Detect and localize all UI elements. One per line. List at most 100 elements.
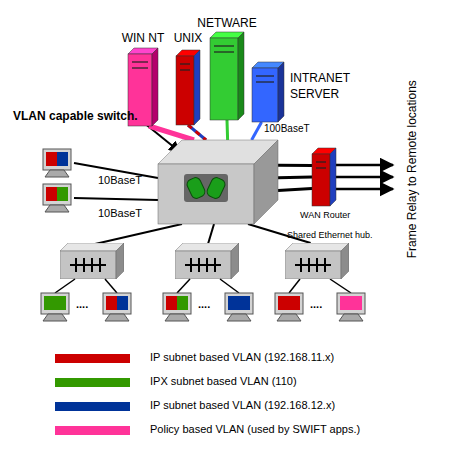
ethernet-cable	[74, 198, 158, 200]
server-side	[278, 62, 284, 122]
ellipsis: ....	[198, 298, 210, 311]
server-front	[312, 154, 330, 206]
legend-text: IP subnet based VLAN (192.168.11.x)	[150, 351, 334, 364]
drive-slot	[256, 75, 274, 77]
server-tower: INTRANET SERVER	[252, 62, 284, 122]
legend-text: IPX subnet based VLAN (110)	[150, 375, 297, 388]
legend-text: Policy based VLAN (used by SWIFT apps.)	[150, 423, 360, 436]
server-tower: NETWARE	[210, 32, 244, 120]
switch-icon	[205, 176, 226, 200]
node-shape	[252, 62, 284, 122]
node-label: UNIX	[158, 31, 218, 45]
switch-icon	[185, 176, 206, 200]
server-tower: UNIX	[176, 50, 200, 125]
connector-line	[278, 176, 312, 180]
server-side	[330, 148, 336, 206]
trunk-cable	[278, 165, 312, 166]
node-label: INTRANET SERVER	[290, 70, 365, 102]
drive-slot	[214, 45, 234, 47]
workstation	[103, 293, 131, 321]
workstation	[225, 293, 253, 321]
trunk-cable	[278, 177, 312, 179]
hub-shape	[285, 243, 349, 279]
legend-swatch	[55, 378, 130, 387]
node-label: NETWARE	[187, 16, 267, 30]
trunk-cable	[278, 189, 312, 191]
connector-line	[278, 189, 312, 191]
connector-line	[188, 125, 206, 140]
vlan-cable	[188, 125, 206, 140]
switch-recess	[184, 174, 228, 202]
workstation	[337, 293, 365, 321]
drive-slot	[132, 67, 148, 69]
node-label: VLAN capable switch.	[13, 109, 138, 123]
drive-slot	[180, 69, 190, 71]
ellipsis: ....	[310, 298, 322, 311]
drive-slot	[180, 63, 190, 65]
link-speed: 10BaseT	[98, 207, 142, 220]
ethernet-cable	[105, 279, 117, 293]
node-shape	[158, 140, 278, 224]
workstation	[163, 293, 191, 321]
drive-slot	[316, 167, 326, 169]
workstation	[275, 293, 303, 321]
legend-swatch	[55, 426, 130, 435]
ethernet-cable	[55, 279, 75, 293]
ethernet-hub	[60, 243, 124, 279]
server-side	[152, 48, 158, 126]
drive-slot	[316, 161, 326, 163]
drive-slot	[256, 81, 274, 83]
workstation	[43, 184, 71, 212]
ethernet-cable	[289, 279, 300, 293]
ethernet-cable	[177, 279, 190, 293]
ethernet-cable	[220, 279, 239, 293]
legend-row: IPX subnet based VLAN (110)	[55, 375, 455, 391]
wan-router: WAN Router	[312, 148, 336, 206]
legend-row: IP subnet based VLAN (192.168.12.x)	[55, 399, 455, 415]
vlan-cable	[149, 126, 194, 140]
server-front	[176, 56, 194, 125]
legend-row: IP subnet based VLAN (192.168.11.x)	[55, 351, 455, 367]
ethernet-hub	[175, 243, 239, 279]
frame-relay-link	[336, 188, 393, 191]
connector-line	[278, 164, 312, 167]
server-front	[210, 38, 238, 120]
connector-line	[226, 120, 230, 140]
drive-slot	[132, 61, 148, 63]
frame-relay-link	[336, 176, 393, 179]
node-shape	[176, 50, 200, 125]
edge-label: 100BaseT	[264, 123, 310, 135]
vlan-cable	[252, 122, 262, 140]
node-shape	[285, 243, 349, 279]
node-label: Shared Ethernet hub.	[287, 230, 373, 241]
legend-swatch	[55, 402, 130, 411]
ethernet-cable	[330, 279, 351, 293]
legend-row: Policy based VLAN (used by SWIFT apps.)	[55, 423, 455, 439]
connector-line	[188, 125, 206, 140]
wan-note: Frame Relay to Remote locations	[405, 77, 419, 262]
connector-line	[149, 126, 194, 140]
server-front	[252, 68, 278, 122]
switch-front	[158, 164, 254, 224]
ethernet-cable	[95, 224, 182, 244]
node-shape	[210, 32, 244, 120]
illustration	[41, 118, 393, 321]
node-shape	[312, 148, 336, 206]
switch-side	[254, 140, 278, 224]
connector-line	[252, 122, 262, 140]
legend-swatch	[55, 354, 130, 363]
legend-text: IP subnet based VLAN (192.168.12.x)	[150, 399, 335, 412]
ellipsis: ....	[76, 298, 88, 311]
connector-layer	[149, 120, 312, 243]
workstation	[43, 149, 71, 177]
ethernet-cable	[208, 224, 214, 244]
node-label: WIN NT	[113, 31, 173, 45]
drive-slot	[214, 51, 234, 53]
vlan-cable	[227, 120, 229, 140]
frame-relay-link	[336, 164, 393, 167]
workstation	[41, 293, 69, 321]
vlan-switch: VLAN capable switch.	[158, 140, 278, 224]
link-speed: 10BaseT	[98, 174, 142, 187]
ethernet-hub: Shared Ethernet hub.	[285, 243, 349, 279]
node-label: WAN Router	[300, 210, 350, 221]
